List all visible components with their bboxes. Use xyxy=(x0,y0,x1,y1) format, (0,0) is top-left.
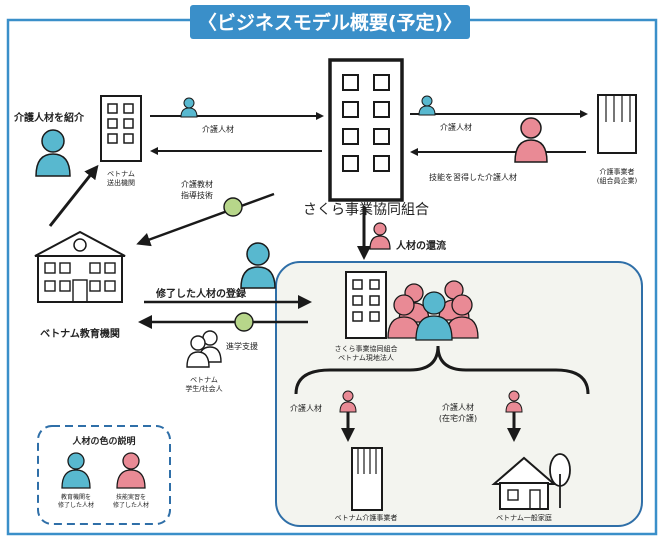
label-line: さくら事業協同組合 xyxy=(335,344,398,353)
label-care-worker-3: 介護人材 xyxy=(290,403,322,413)
person-pink-branch-right-icon xyxy=(505,390,523,413)
person-blue-registration-icon xyxy=(240,242,276,289)
title-banner: 〈ビジネスモデル概要(予定)〉 xyxy=(190,5,470,39)
sakura-building-icon xyxy=(328,58,404,202)
vn-care-business-building-icon xyxy=(351,447,383,511)
person-blue-introduce-icon xyxy=(35,129,71,177)
label-vn-students: ベトナム学生/社会人 xyxy=(185,376,222,393)
label-introduce: 介護人材を紹介 xyxy=(13,111,85,124)
label-care-business: 介護事業者(組合員企業) xyxy=(597,167,638,185)
label-vn-care-business: ベトナム介護事業者 xyxy=(335,513,398,522)
person-pink-return-icon xyxy=(369,222,391,250)
label-line: 人材の還流 xyxy=(396,239,446,252)
vn-sending-agency-building-icon xyxy=(100,95,142,162)
label-line: ベトナム xyxy=(190,376,218,384)
label-line: ベトナム介護事業者 xyxy=(335,513,398,522)
page-title: 〈ビジネスモデル概要(予定)〉 xyxy=(198,11,462,34)
label-sakura: さくら事業協同組合 xyxy=(303,202,429,218)
label-line: さくら事業協同組合 xyxy=(303,202,429,218)
label-line: 介護人材 xyxy=(290,403,322,413)
label-registration: 修了した人材の登録 xyxy=(155,287,247,300)
label-line: 修了した人材 xyxy=(58,501,94,509)
label-line: 介護教材 xyxy=(181,179,213,189)
legend-pink-person-icon xyxy=(116,452,146,489)
label-line: 介護人材 xyxy=(202,124,234,134)
person-pink-branch-left-icon xyxy=(339,390,357,413)
vn-education-school-icon xyxy=(34,230,126,303)
branch-brace xyxy=(294,345,590,395)
legend-title: 人材の色の説明 xyxy=(71,435,135,447)
label-line: ベトナム一般家庭 xyxy=(496,513,552,522)
label-line: 技能実習を xyxy=(116,493,146,501)
arrow-education-to-sending xyxy=(48,164,99,227)
label-care-worker-1: 介護人材 xyxy=(202,124,234,134)
legend-pink-label: 技能実習を修了した人材 xyxy=(113,493,149,509)
label-line: 修了した人材の登録 xyxy=(155,287,247,300)
person-students-icon xyxy=(186,330,222,368)
labels-layer: 介護人材を紹介 ベトナム送出機関 介護人材 介護人材 技能を習得した介護人材 介… xyxy=(13,111,637,522)
label-line: ベトナム xyxy=(107,170,135,178)
label-line: 介護人材を紹介 xyxy=(13,111,85,124)
support-ball-teaching-icon xyxy=(223,197,243,217)
person-blue-small-1-icon xyxy=(180,97,198,118)
label-care-worker-home: 介護人材(在宅介護) xyxy=(439,402,477,423)
label-skilled-worker: 技能を習得した介護人材 xyxy=(429,172,517,182)
label-line: 送出機関 xyxy=(107,178,135,187)
legend-box xyxy=(37,425,171,525)
tree-icon xyxy=(549,453,571,508)
care-business-building-icon xyxy=(597,94,637,154)
label-line: 学生/社会人 xyxy=(185,384,222,393)
support-ball-advance-icon xyxy=(234,312,254,332)
legend-blue-label: 教育機関を修了した人材 xyxy=(58,493,94,509)
label-line: 介護人材 xyxy=(440,122,472,132)
legend-blue-person-icon xyxy=(61,452,91,489)
label-advance-support: 進学支援 xyxy=(226,341,258,351)
label-teaching: 介護教材指導技術 xyxy=(181,179,213,200)
label-line: (組合員企業) xyxy=(597,176,638,185)
label-line: 介護人材 xyxy=(442,402,474,412)
person-blue-small-2-icon xyxy=(418,95,436,116)
sakura-local-building-icon xyxy=(345,271,387,339)
label-line: 教育機関を xyxy=(61,493,91,501)
label-line: (在宅介護) xyxy=(439,413,477,423)
label-line: 修了した人材 xyxy=(113,501,149,509)
label-vn-education: ベトナム教育機関 xyxy=(40,327,120,340)
label-vn-sending: ベトナム送出機関 xyxy=(107,170,135,187)
label-vn-household: ベトナム一般家庭 xyxy=(496,513,552,522)
label-sakura-local: さくら事業協同組合ベトナム現地法人 xyxy=(335,344,398,362)
label-line: ベトナム現地法人 xyxy=(338,353,394,362)
person-pink-skilled-icon xyxy=(514,117,548,163)
arrow-teaching-to-education xyxy=(136,192,275,247)
person-group-icon xyxy=(387,280,479,341)
label-care-worker-2: 介護人材 xyxy=(440,122,472,132)
label-line: 技能を習得した介護人材 xyxy=(429,172,517,182)
label-return: 人材の還流 xyxy=(396,239,446,252)
label-line: 介護事業者 xyxy=(600,167,635,176)
label-line: 進学支援 xyxy=(226,341,258,351)
vn-household-house-icon xyxy=(491,456,557,510)
label-line: ベトナム教育機関 xyxy=(40,327,120,340)
label-line: 指導技術 xyxy=(181,190,213,200)
